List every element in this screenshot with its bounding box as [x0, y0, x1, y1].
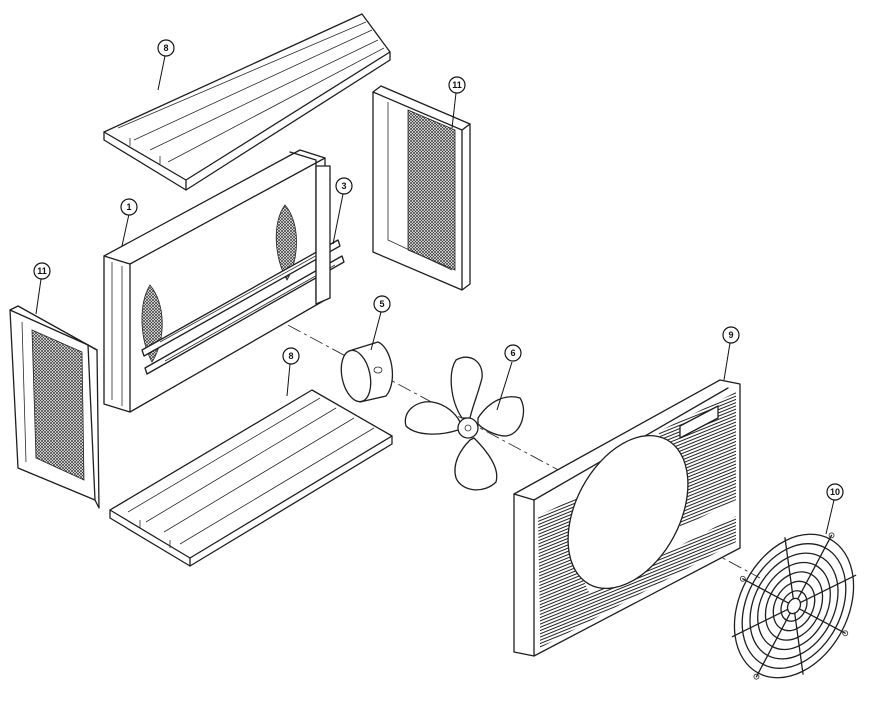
left-filter-mesh	[31, 329, 85, 481]
callout-6: 6	[496, 344, 522, 411]
callout-8-top: 8	[157, 39, 175, 91]
callout-5: 5	[370, 295, 391, 351]
fan-motor-part	[340, 341, 394, 403]
left-filter-frame-part	[9, 305, 100, 509]
lower-strip-louver	[540, 516, 736, 648]
right-coil-fin	[275, 204, 297, 281]
callout-3-text: 3	[341, 181, 346, 191]
callout-10-text: 10	[830, 487, 840, 497]
callout-10: 10	[825, 483, 844, 535]
top-rail-part	[103, 13, 391, 191]
right-filter-frame-part	[372, 85, 471, 291]
callout-9-text: 9	[728, 330, 733, 340]
fan-opening	[567, 434, 689, 590]
callout-11-right-text: 11	[452, 80, 462, 90]
right-filter-mesh	[407, 109, 456, 271]
callout-9: 9	[722, 326, 740, 381]
callout-11-left-text: 11	[37, 266, 47, 276]
callout-11-right: 11	[448, 76, 466, 129]
fan-guard-part	[731, 532, 857, 680]
callout-11-left: 11	[33, 262, 51, 315]
callout-5-text: 5	[379, 299, 384, 309]
fan-blade-part	[404, 356, 525, 491]
callout-8-bottom: 8	[282, 347, 300, 397]
bottom-rail-part	[109, 389, 393, 567]
front-grille-panel-part	[513, 379, 741, 657]
cabinet-coil-part	[103, 149, 345, 413]
callout-8-top-text: 8	[163, 43, 168, 53]
callout-3: 3	[332, 177, 353, 245]
callout-6-text: 6	[510, 348, 515, 358]
callout-1: 1	[120, 198, 138, 247]
callout-1-text: 1	[126, 202, 131, 212]
callout-8-bottom-text: 8	[288, 351, 293, 361]
